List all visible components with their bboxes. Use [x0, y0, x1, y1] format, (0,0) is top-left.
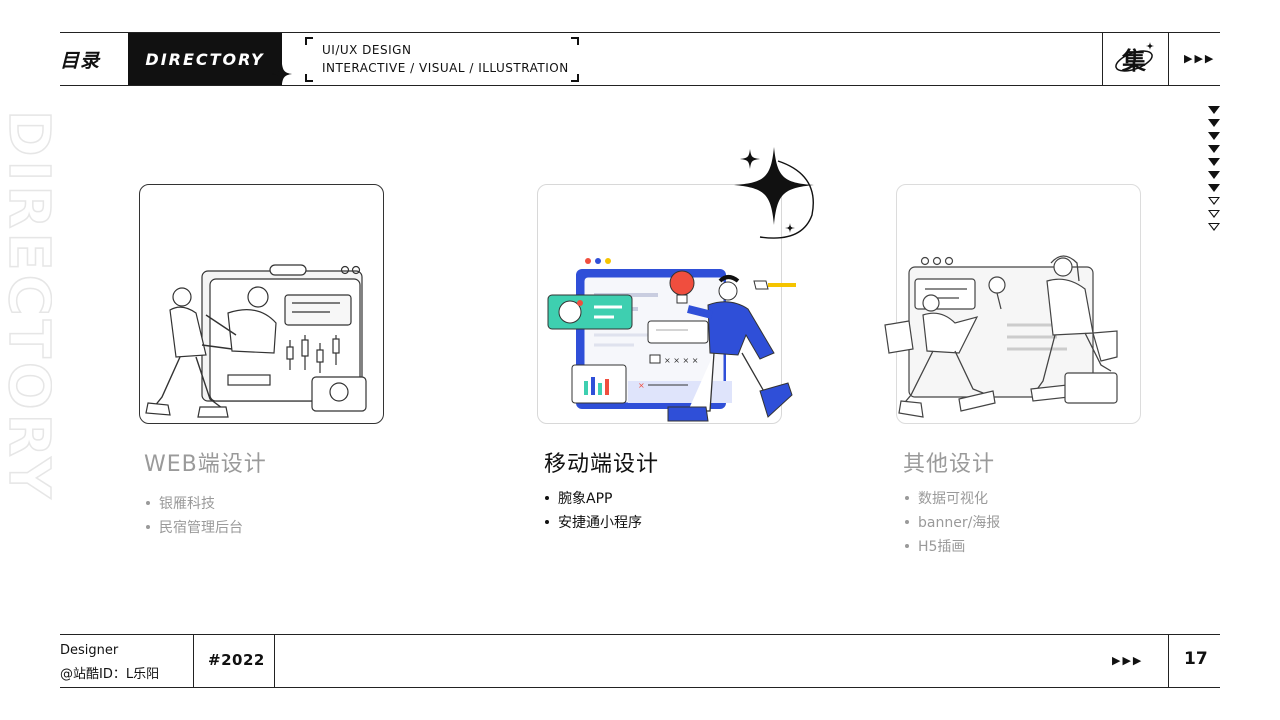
avatar-icon	[558, 300, 582, 324]
mobile-illustration: × × × × ×	[547, 147, 814, 422]
header-title-en: DIRECTORY	[128, 33, 282, 85]
side-watermark-text: DIRECTORY	[2, 110, 52, 502]
section-title-mobile: 移动端设计	[544, 452, 660, 477]
chevron-triangle-icon	[1208, 119, 1220, 127]
footer-divider-3	[1168, 634, 1169, 688]
chevron-triangle-icon	[1208, 106, 1220, 114]
side-watermark: DIRECTORY	[2, 110, 52, 503]
list-item[interactable]: 数据可视化	[905, 486, 1000, 510]
sparkle-icon	[272, 64, 292, 84]
chevron-triangle-icon	[1208, 171, 1220, 179]
header-title-cn: 目录	[60, 50, 101, 72]
card-other[interactable]	[884, 184, 1141, 424]
bracket-br	[571, 74, 579, 82]
chevron-triangle-icon	[1208, 158, 1220, 166]
chevron-triangle-outline-icon	[1208, 223, 1220, 231]
chevron-triangle-icon	[1208, 132, 1220, 140]
triangle-indicator	[1206, 106, 1222, 236]
list-item[interactable]: H5插画	[905, 534, 1000, 558]
lightbulb-icon	[669, 270, 695, 296]
list-item[interactable]: 安捷通小程序	[545, 510, 642, 534]
header-arrows-icon[interactable]: ▶▶▶	[1184, 52, 1216, 65]
header-divider-1	[1102, 32, 1103, 86]
header-divider-2	[1168, 32, 1169, 86]
footer-top-rule	[60, 634, 1220, 635]
section-list-web: 银雁科技 民宿管理后台	[146, 491, 243, 539]
page-number: 17	[1184, 649, 1208, 669]
logo-char: 集	[1121, 47, 1147, 75]
designer-label: Designer	[60, 643, 119, 658]
section-list-other: 数据可视化 banner/海报 H5插画	[905, 486, 1000, 558]
footer-divider-2	[274, 634, 275, 688]
bracket-tr	[571, 37, 579, 45]
list-item[interactable]: banner/海报	[905, 510, 1000, 534]
bracket-bl	[305, 74, 313, 82]
footer-arrows-icon[interactable]: ▶▶▶	[1112, 654, 1144, 667]
chevron-triangle-outline-icon	[1208, 210, 1220, 218]
section-title-web: WEB端设计	[144, 452, 267, 477]
list-item[interactable]: 银雁科技	[146, 491, 243, 515]
footer-bottom-rule	[60, 687, 1220, 688]
header-bottom-rule	[60, 85, 1220, 86]
logo-icon: 集	[1115, 42, 1154, 75]
designer-id: @站酷ID：L乐阳	[60, 667, 160, 682]
list-item[interactable]: 腕象APP	[545, 486, 642, 510]
header-subtitle-2: INTERACTIVE / VISUAL / ILLUSTRATION	[322, 61, 569, 75]
card-mobile[interactable]: × × × × ×	[537, 147, 814, 424]
header-top-rule	[60, 32, 1220, 33]
header-subtitle-1: UI/UX DESIGN	[322, 43, 412, 57]
chevron-triangle-icon	[1208, 145, 1220, 153]
svg-text:× × × ×: × × × ×	[664, 356, 698, 365]
chevron-triangle-icon	[1208, 184, 1220, 192]
section-list-mobile: 腕象APP 安捷通小程序	[545, 486, 642, 534]
section-title-other: 其他设计	[903, 452, 996, 477]
web-illustration	[145, 264, 367, 418]
card-web[interactable]	[139, 184, 384, 424]
svg-text:×: ×	[638, 381, 645, 390]
list-item[interactable]: 民宿管理后台	[146, 515, 243, 539]
other-illustration	[884, 255, 1118, 418]
bracket-tl	[305, 37, 313, 45]
footer-divider-1	[193, 634, 194, 688]
chevron-triangle-outline-icon	[1208, 197, 1220, 205]
year-tag: #2022	[208, 651, 265, 669]
